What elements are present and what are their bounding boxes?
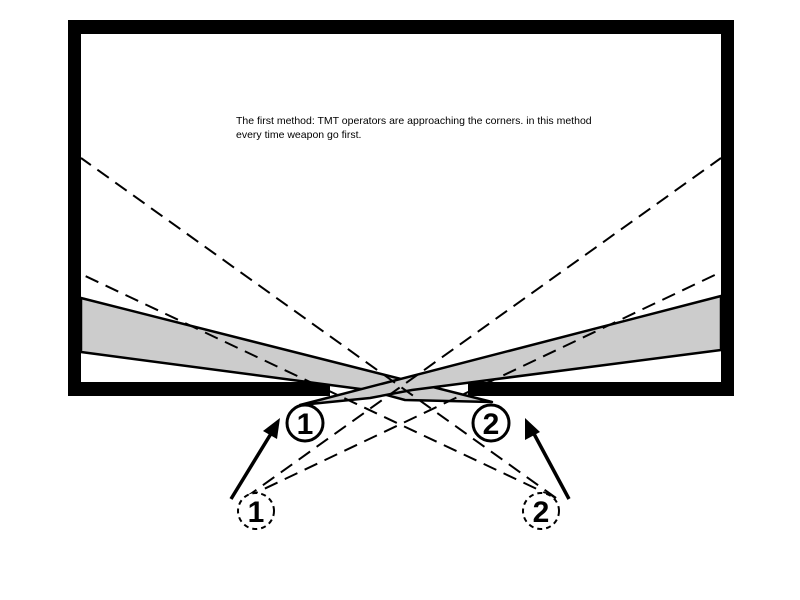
caption-line-2: every time weapon go first.: [236, 129, 362, 141]
arrowhead-right: [525, 418, 540, 440]
movement-arrows: [229, 418, 571, 500]
operator-1-start-label: 1: [248, 496, 265, 529]
top-wall: [68, 20, 734, 34]
sight-line-op1-right-high: [244, 157, 722, 499]
bottom-wall-right: [468, 382, 734, 396]
operator-1-entry-circle: [285, 403, 325, 443]
operator-2-start-circle: [522, 492, 560, 530]
operator-1-entry: 1: [285, 403, 325, 443]
operator-1-start: 1: [237, 492, 275, 530]
operator-1-entry-label: 1: [297, 408, 314, 441]
diagram-caption: The first method: TMT operators are appr…: [236, 114, 636, 142]
right-wall: [721, 20, 734, 396]
room-walls: [68, 20, 734, 396]
caption-line-1: The first method: TMT operators are appr…: [236, 115, 592, 127]
operator-2-entry: 2: [471, 403, 511, 443]
bottom-wall-left: [68, 382, 330, 396]
arrowhead-left: [263, 418, 280, 439]
operator-2-start-label: 2: [533, 496, 550, 529]
operator-1-start-circle: [237, 492, 275, 530]
movement-arrow-icon: [531, 431, 571, 500]
lines-of-sight: [80, 157, 722, 499]
operator-2-entry-label: 2: [483, 408, 500, 441]
sight-line-op2-left-high: [80, 157, 557, 499]
operator-2-entry-circle: [471, 403, 511, 443]
operator-2-start: 2: [522, 492, 560, 530]
movement-arrow-icon: [229, 431, 274, 500]
left-wall: [68, 20, 81, 396]
